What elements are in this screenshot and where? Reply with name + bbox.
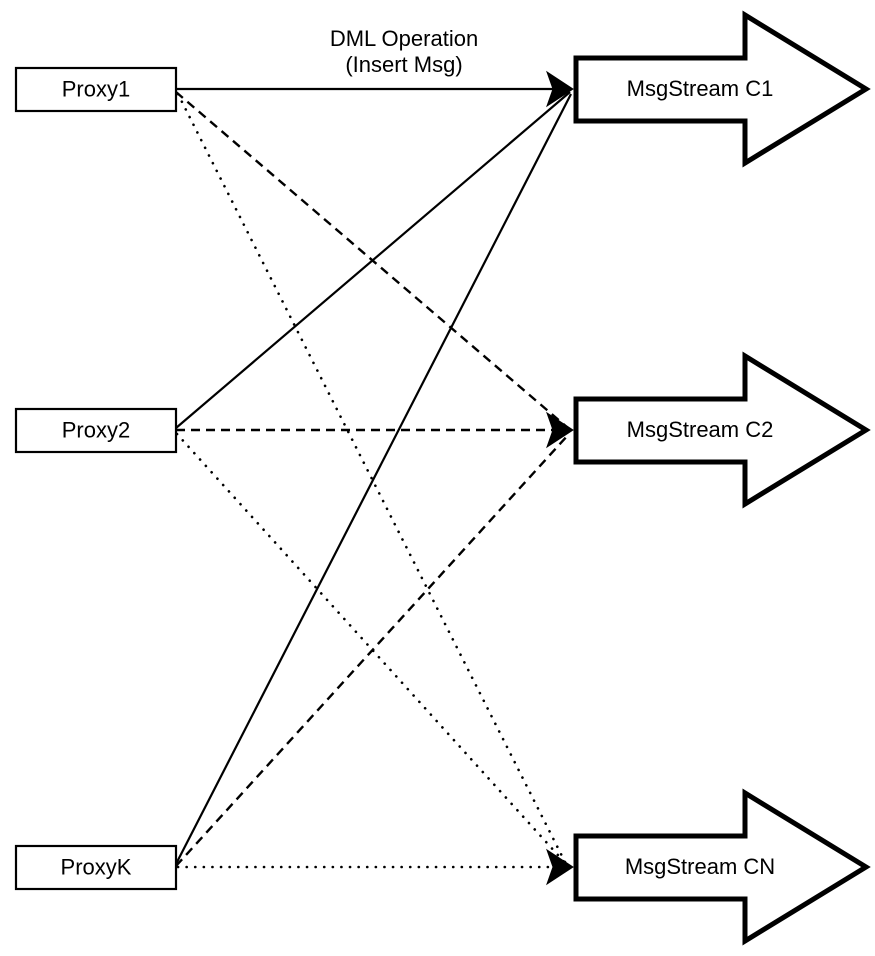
edge-proxy2-to-stream_cn <box>175 432 568 866</box>
edge-proxy2-to-stream_c1 <box>175 91 571 429</box>
edges-layer <box>175 87 572 869</box>
caption-group: DML Operation (Insert Msg) <box>330 26 478 77</box>
head-cn-icon <box>546 848 574 886</box>
proxy-box <box>14 844 178 891</box>
stream-label: MsgStream C1 <box>627 76 774 101</box>
proxy-label: Proxy1 <box>62 76 130 101</box>
proxy-node-proxyK[interactable]: ProxyK <box>14 844 178 891</box>
caption-line-1: DML Operation <box>330 26 478 51</box>
head-c2-icon <box>546 411 574 449</box>
edge-proxyK-to-stream_c1 <box>175 93 572 865</box>
proxy-box <box>14 66 178 113</box>
proxy-label: ProxyK <box>61 854 132 879</box>
head-c1-icon <box>546 70 574 108</box>
streams-layer: MsgStream C1 MsgStream C2 MsgStream CN <box>573 10 871 946</box>
proxy-node-proxy2[interactable]: Proxy2 <box>14 407 178 454</box>
stream-node-stream_cn[interactable]: MsgStream CN <box>573 788 871 946</box>
proxy-box <box>14 407 178 454</box>
proxy-node-proxy1[interactable]: Proxy1 <box>14 66 178 113</box>
proxy-label: Proxy2 <box>62 417 130 442</box>
stream-node-stream_c1[interactable]: MsgStream C1 <box>573 10 871 168</box>
caption-line-2: (Insert Msg) <box>345 52 462 77</box>
block-arrow-icon <box>573 788 871 946</box>
edge-proxy1-to-stream_cn <box>176 92 568 866</box>
stream-label: MsgStream C2 <box>627 417 774 442</box>
stream-node-stream_c2[interactable]: MsgStream C2 <box>573 351 871 509</box>
block-arrow-icon <box>573 10 871 168</box>
stream-label: MsgStream CN <box>625 854 775 879</box>
block-arrow-icon <box>573 351 871 509</box>
edge-proxyK-to-stream_c2 <box>175 433 570 867</box>
arrowheads-layer <box>546 70 574 886</box>
